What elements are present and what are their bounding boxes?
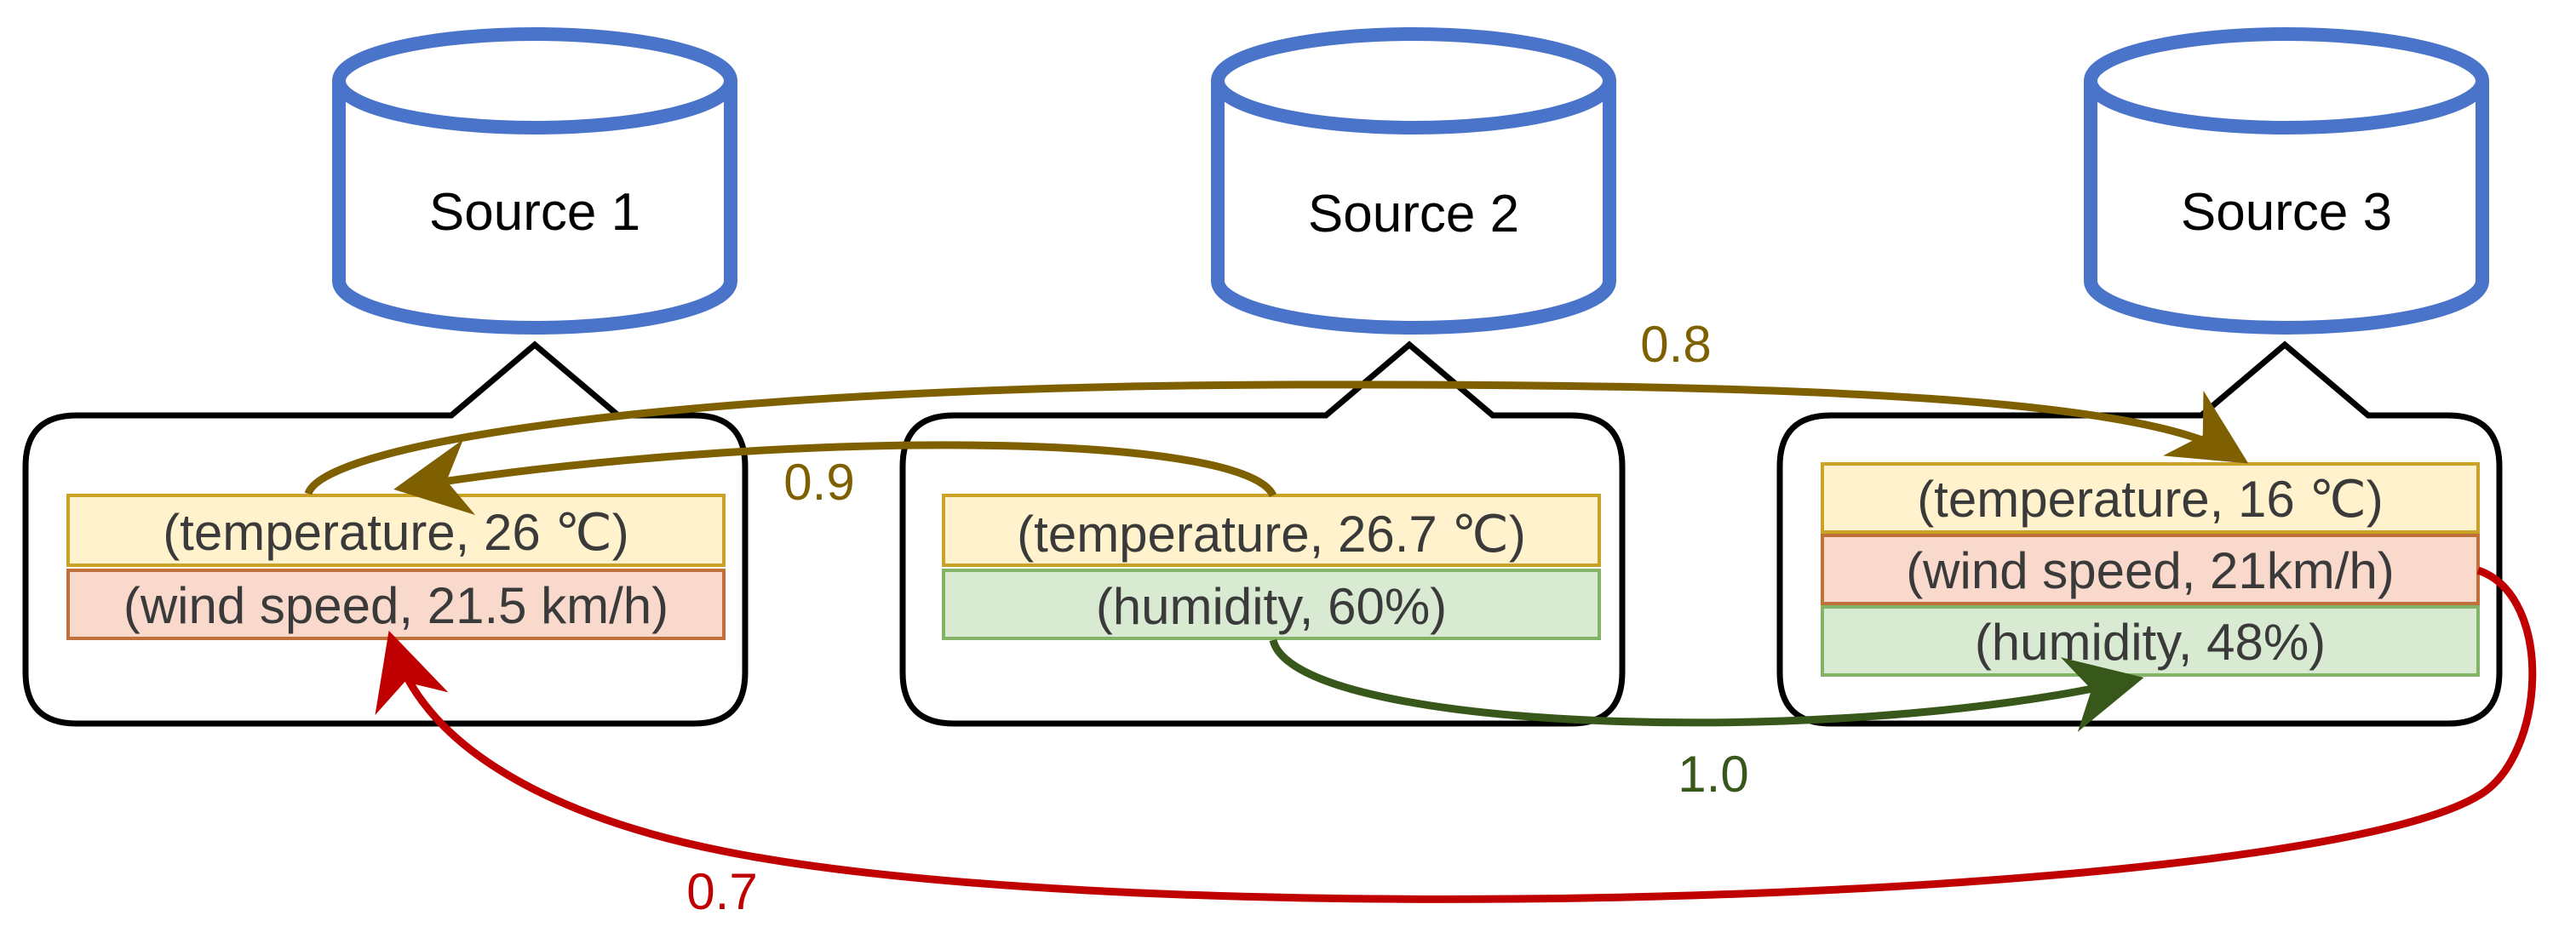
source-1-database-icon (332, 27, 737, 335)
source-3-wind-box (1821, 534, 2480, 605)
source-3-database-icon (2084, 27, 2489, 335)
source-2-temperature-box (942, 494, 1601, 567)
source-3-wind-text: (wind speed, 21km/h) (1906, 542, 2395, 599)
source-3-humidity-text: (humidity, 48%) (1975, 614, 2326, 671)
source-1-temperature-text: (temperature, 26 ℃) (163, 504, 629, 561)
source-1-wind-text: (wind speed, 21.5 km/h) (123, 577, 668, 634)
link-weight-temperature-s1-s3: 0.8 (1640, 316, 1711, 373)
source-2-humidity-text: (humidity, 60%) (1096, 578, 1447, 635)
source-2-database-icon (1211, 27, 1616, 335)
link-humidity-s2-to-s3 (1269, 638, 2144, 732)
link-temperature-s2-to-s1 (393, 439, 1277, 516)
link-wind-s3-to-s1 (375, 566, 2537, 903)
link-weight-temperature-s2-s1: 0.9 (783, 454, 854, 511)
source-2-humidity-box (942, 569, 1601, 640)
source-3-temperature-text: (temperature, 16 ℃) (1917, 471, 2384, 528)
source-3-label: Source 3 (2181, 183, 2392, 242)
source-3-humidity-box (1821, 605, 2480, 677)
source-2-label: Source 2 (1308, 185, 1519, 243)
source-3-temperature-box (1821, 462, 2480, 534)
source-1-label: Source 1 (429, 183, 640, 242)
link-weight-wind-s3-s1: 0.7 (686, 863, 757, 920)
link-weight-humidity-s2-s3: 1.0 (1678, 746, 1748, 803)
source-2-temperature-text: (temperature, 26.7 ℃) (1017, 506, 1526, 563)
